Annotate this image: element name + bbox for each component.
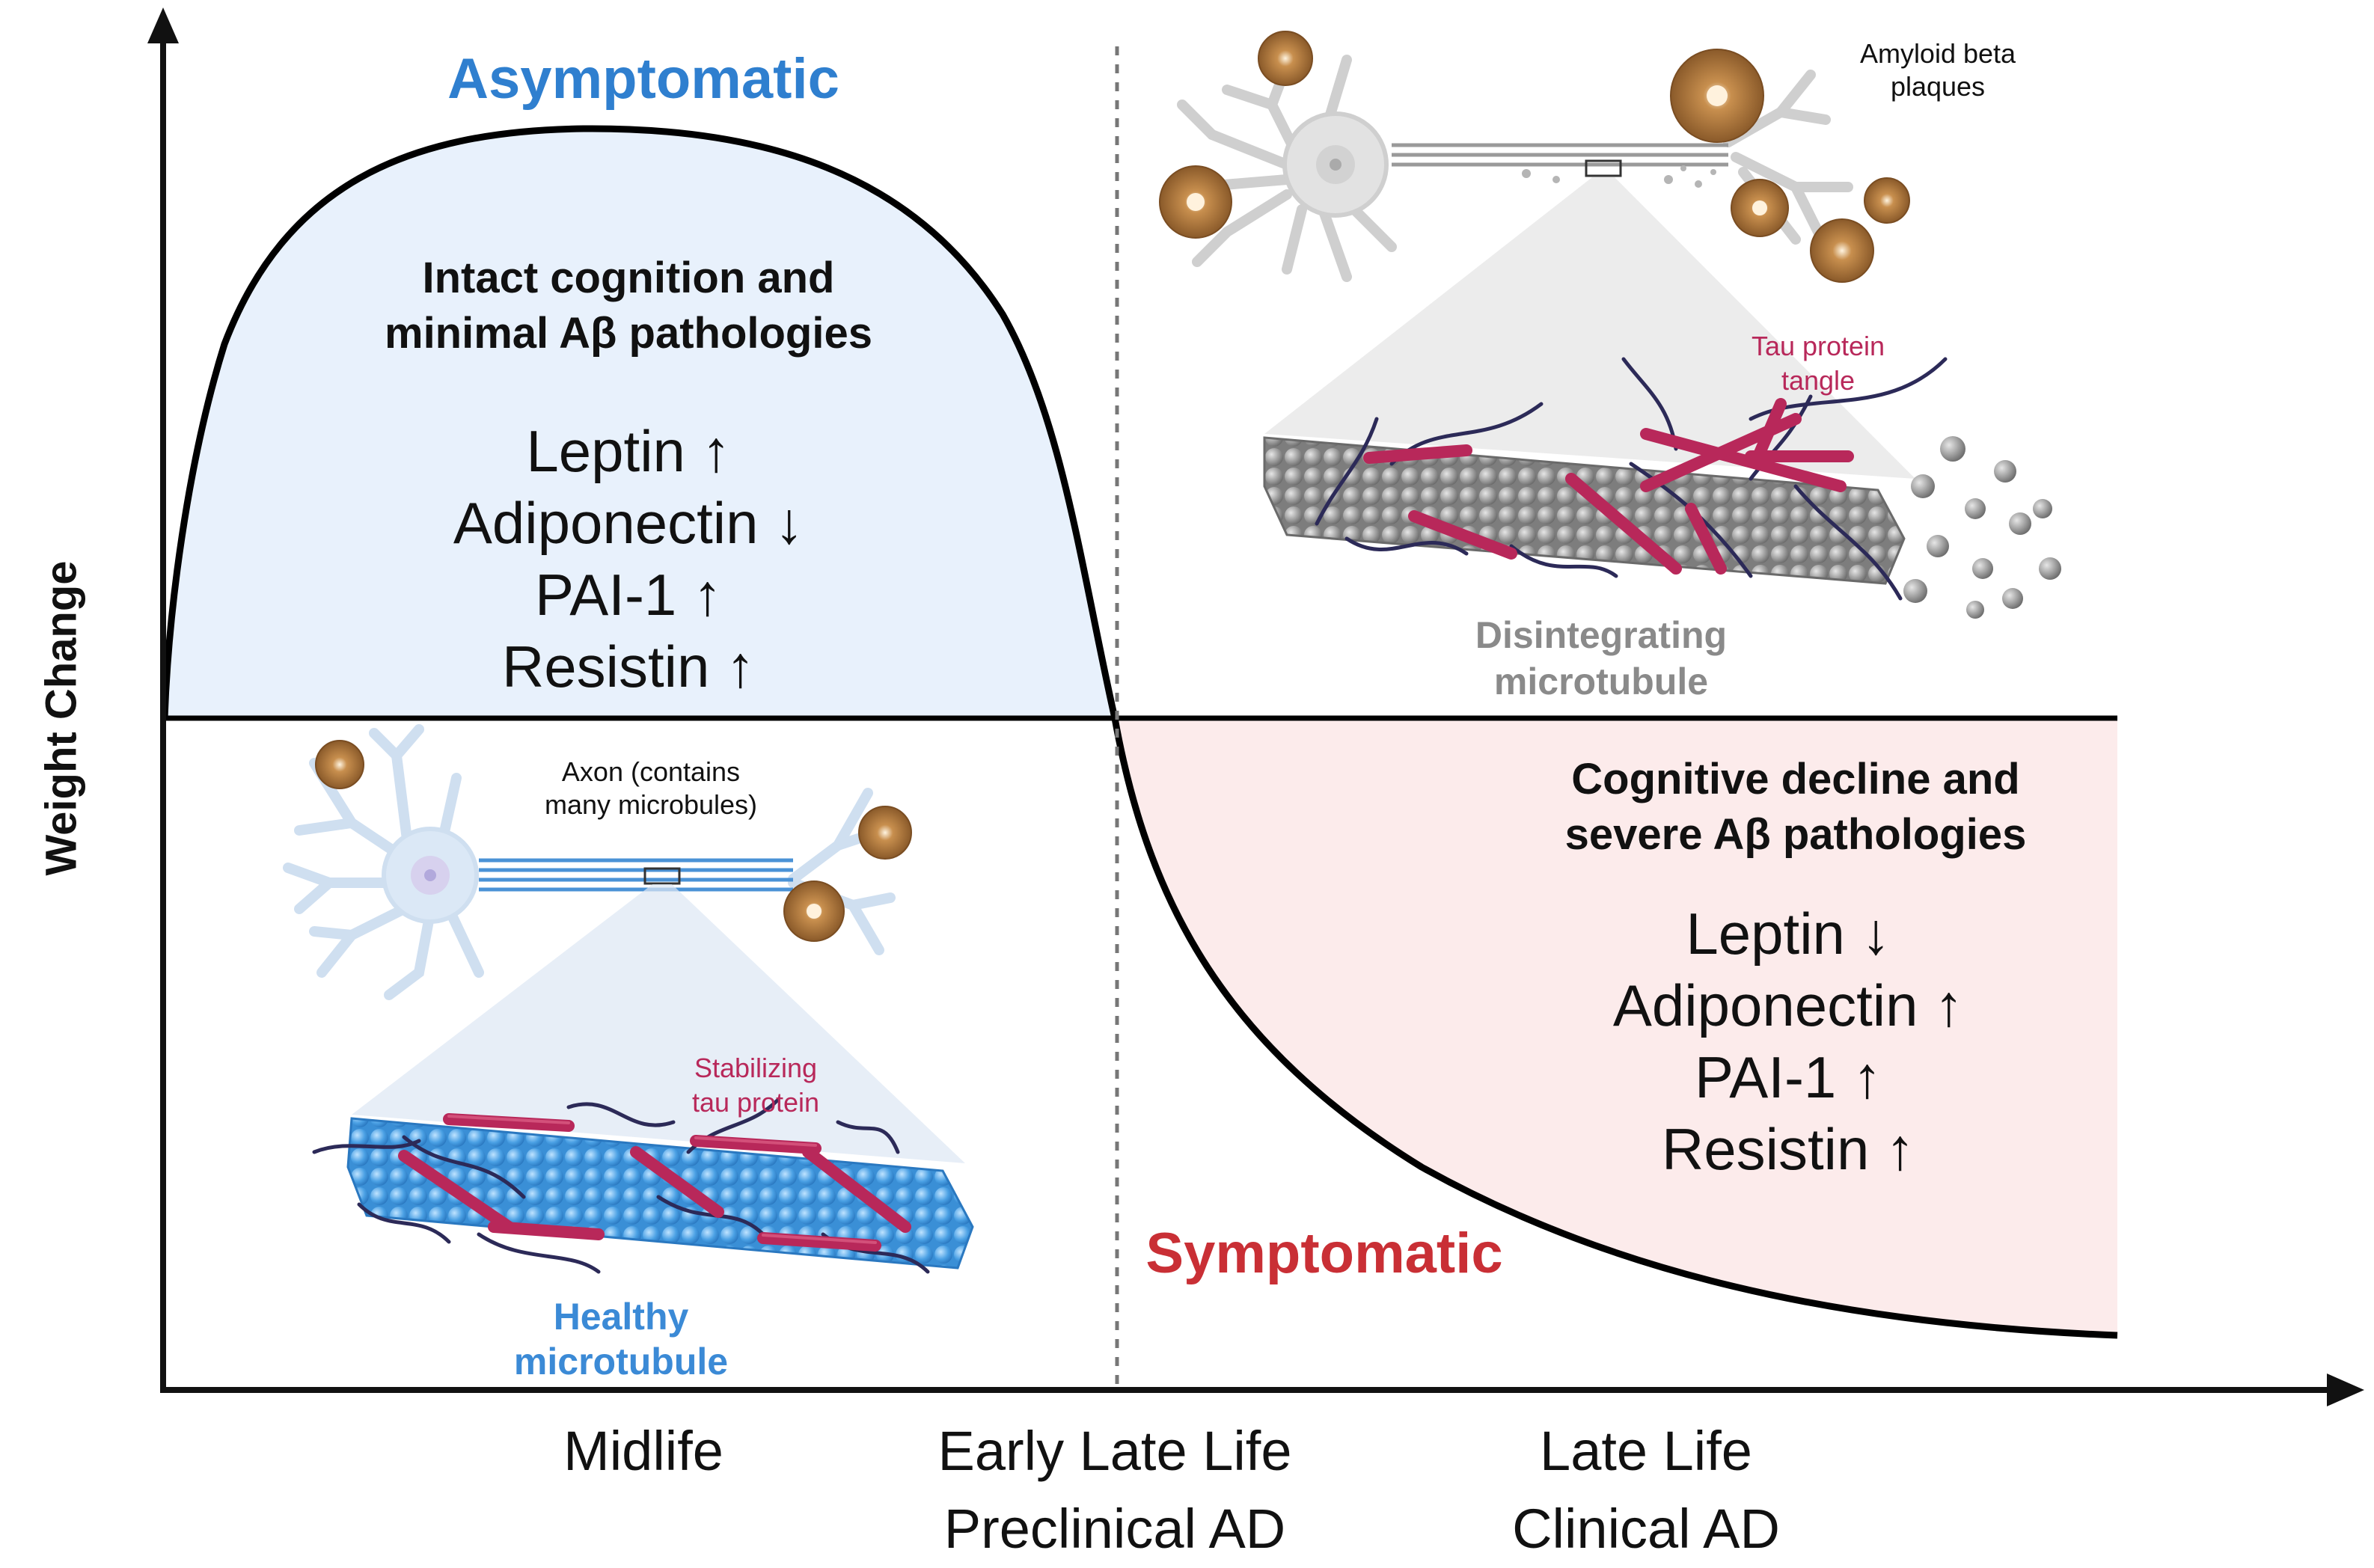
diseased-zoom-cone: [1264, 177, 1915, 479]
stabilizing-tau-line1: Stabilizing: [694, 1053, 818, 1083]
x-tick-midlife: Midlife: [419, 1412, 868, 1490]
asymptomatic-heading-line1: Intact cognition and: [422, 254, 835, 302]
x-tick-late-life-line1: Late Life: [1540, 1420, 1752, 1482]
diseased-axon: [1392, 143, 1728, 177]
asymptomatic-region: [165, 128, 1115, 718]
healthy-microtubule-label: Healthy microtubule: [471, 1294, 771, 1384]
amyloid-plaques-label: Amyloid beta plaques: [1826, 37, 2050, 103]
asym-marker-adiponectin: Adiponectin ↓: [453, 490, 804, 556]
x-tick-early-late-life: Early Late Life Preclinical AD: [853, 1412, 1377, 1568]
x-tick-early-late-life-line2: Preclinical AD: [943, 1498, 1286, 1560]
amyloid-plaque-icon: [315, 31, 1910, 942]
healthy-zoom-cone: [352, 884, 965, 1163]
stabilizing-tau-label: Stabilizing tau protein: [643, 1051, 868, 1120]
healthy-neuron-icon: [283, 724, 896, 1000]
x-axis-arrowhead: [2327, 1373, 2364, 1406]
healthy-microtubule-icon: [312, 1097, 974, 1274]
asymptomatic-markers: Leptin ↑ Adiponectin ↓ PAI-1 ↑ Resistin …: [389, 415, 868, 702]
tau-tangle-line2: tangle: [1781, 365, 1856, 396]
asym-marker-pai1: PAI-1 ↑: [535, 562, 722, 628]
x-tick-late-life-line2: Clinical AD: [1512, 1498, 1780, 1560]
axon-debris: [1522, 165, 1716, 188]
disintegrating-microtubule-line1: Disintegrating: [1475, 614, 1728, 656]
sym-marker-leptin: Leptin ↓: [1686, 901, 1891, 967]
sym-marker-adiponectin: Adiponectin ↑: [1612, 973, 1964, 1038]
asym-marker-leptin: Leptin ↑: [526, 418, 731, 484]
axon-label: Axon (contains many microbules): [494, 756, 808, 821]
disintegrating-microtubule-line2: microtubule: [1493, 661, 1709, 702]
disintegrating-microtubule-icon: [1263, 357, 2061, 619]
y-axis-label: Weight Change: [37, 560, 86, 876]
x-tick-midlife-line1: Midlife: [563, 1420, 723, 1482]
symptomatic-heading-line2: severe Aβ pathologies: [1564, 810, 2027, 859]
symptomatic-markers: Leptin ↓ Adiponectin ↑ PAI-1 ↑ Resistin …: [1549, 898, 2028, 1185]
sym-marker-pai1: PAI-1 ↑: [1695, 1044, 1882, 1110]
asymptomatic-title: Asymptomatic: [447, 47, 839, 111]
amyloid-plaques-line2: plaques: [1890, 71, 1986, 102]
symptomatic-title: Symptomatic: [1145, 1222, 1503, 1285]
tau-tangle-label: Tau protein tangle: [1706, 329, 1930, 398]
disintegrating-microtubule-label: Disintegrating microtubule: [1407, 612, 1796, 705]
amyloid-plaques-line1: Amyloid beta: [1859, 38, 2016, 69]
sym-marker-resistin: Resistin ↑: [1661, 1116, 1915, 1182]
tau-tangle-line1: Tau protein: [1751, 331, 1885, 361]
x-tick-early-late-life-line1: Early Late Life: [937, 1420, 1292, 1482]
symptomatic-region: [1115, 718, 2117, 1335]
weight-curve-midlife: [161, 125, 1119, 719]
asymptomatic-heading-line2: minimal Aβ pathologies: [385, 309, 872, 358]
symptomatic-heading: Cognitive decline and severe Aβ patholog…: [1496, 752, 2095, 863]
healthy-microtubule-line1: Healthy: [553, 1296, 689, 1338]
stabilizing-tau-line2: tau protein: [691, 1087, 820, 1118]
symptomatic-heading-line1: Cognitive decline and: [1571, 755, 2020, 803]
weight-curve-late-life: [1111, 717, 2118, 1339]
asymptomatic-heading: Intact cognition and minimal Aβ patholog…: [329, 251, 928, 361]
axon-label-line1: Axon (contains: [561, 756, 741, 787]
healthy-axon: [479, 858, 793, 892]
asym-marker-resistin: Resistin ↑: [501, 634, 756, 699]
y-axis-arrowhead: [147, 7, 179, 43]
axon-label-line2: many microbules): [544, 789, 758, 820]
healthy-microtubule-line2: microtubule: [513, 1341, 729, 1382]
x-tick-late-life: Late Life Clinical AD: [1392, 1412, 1900, 1568]
